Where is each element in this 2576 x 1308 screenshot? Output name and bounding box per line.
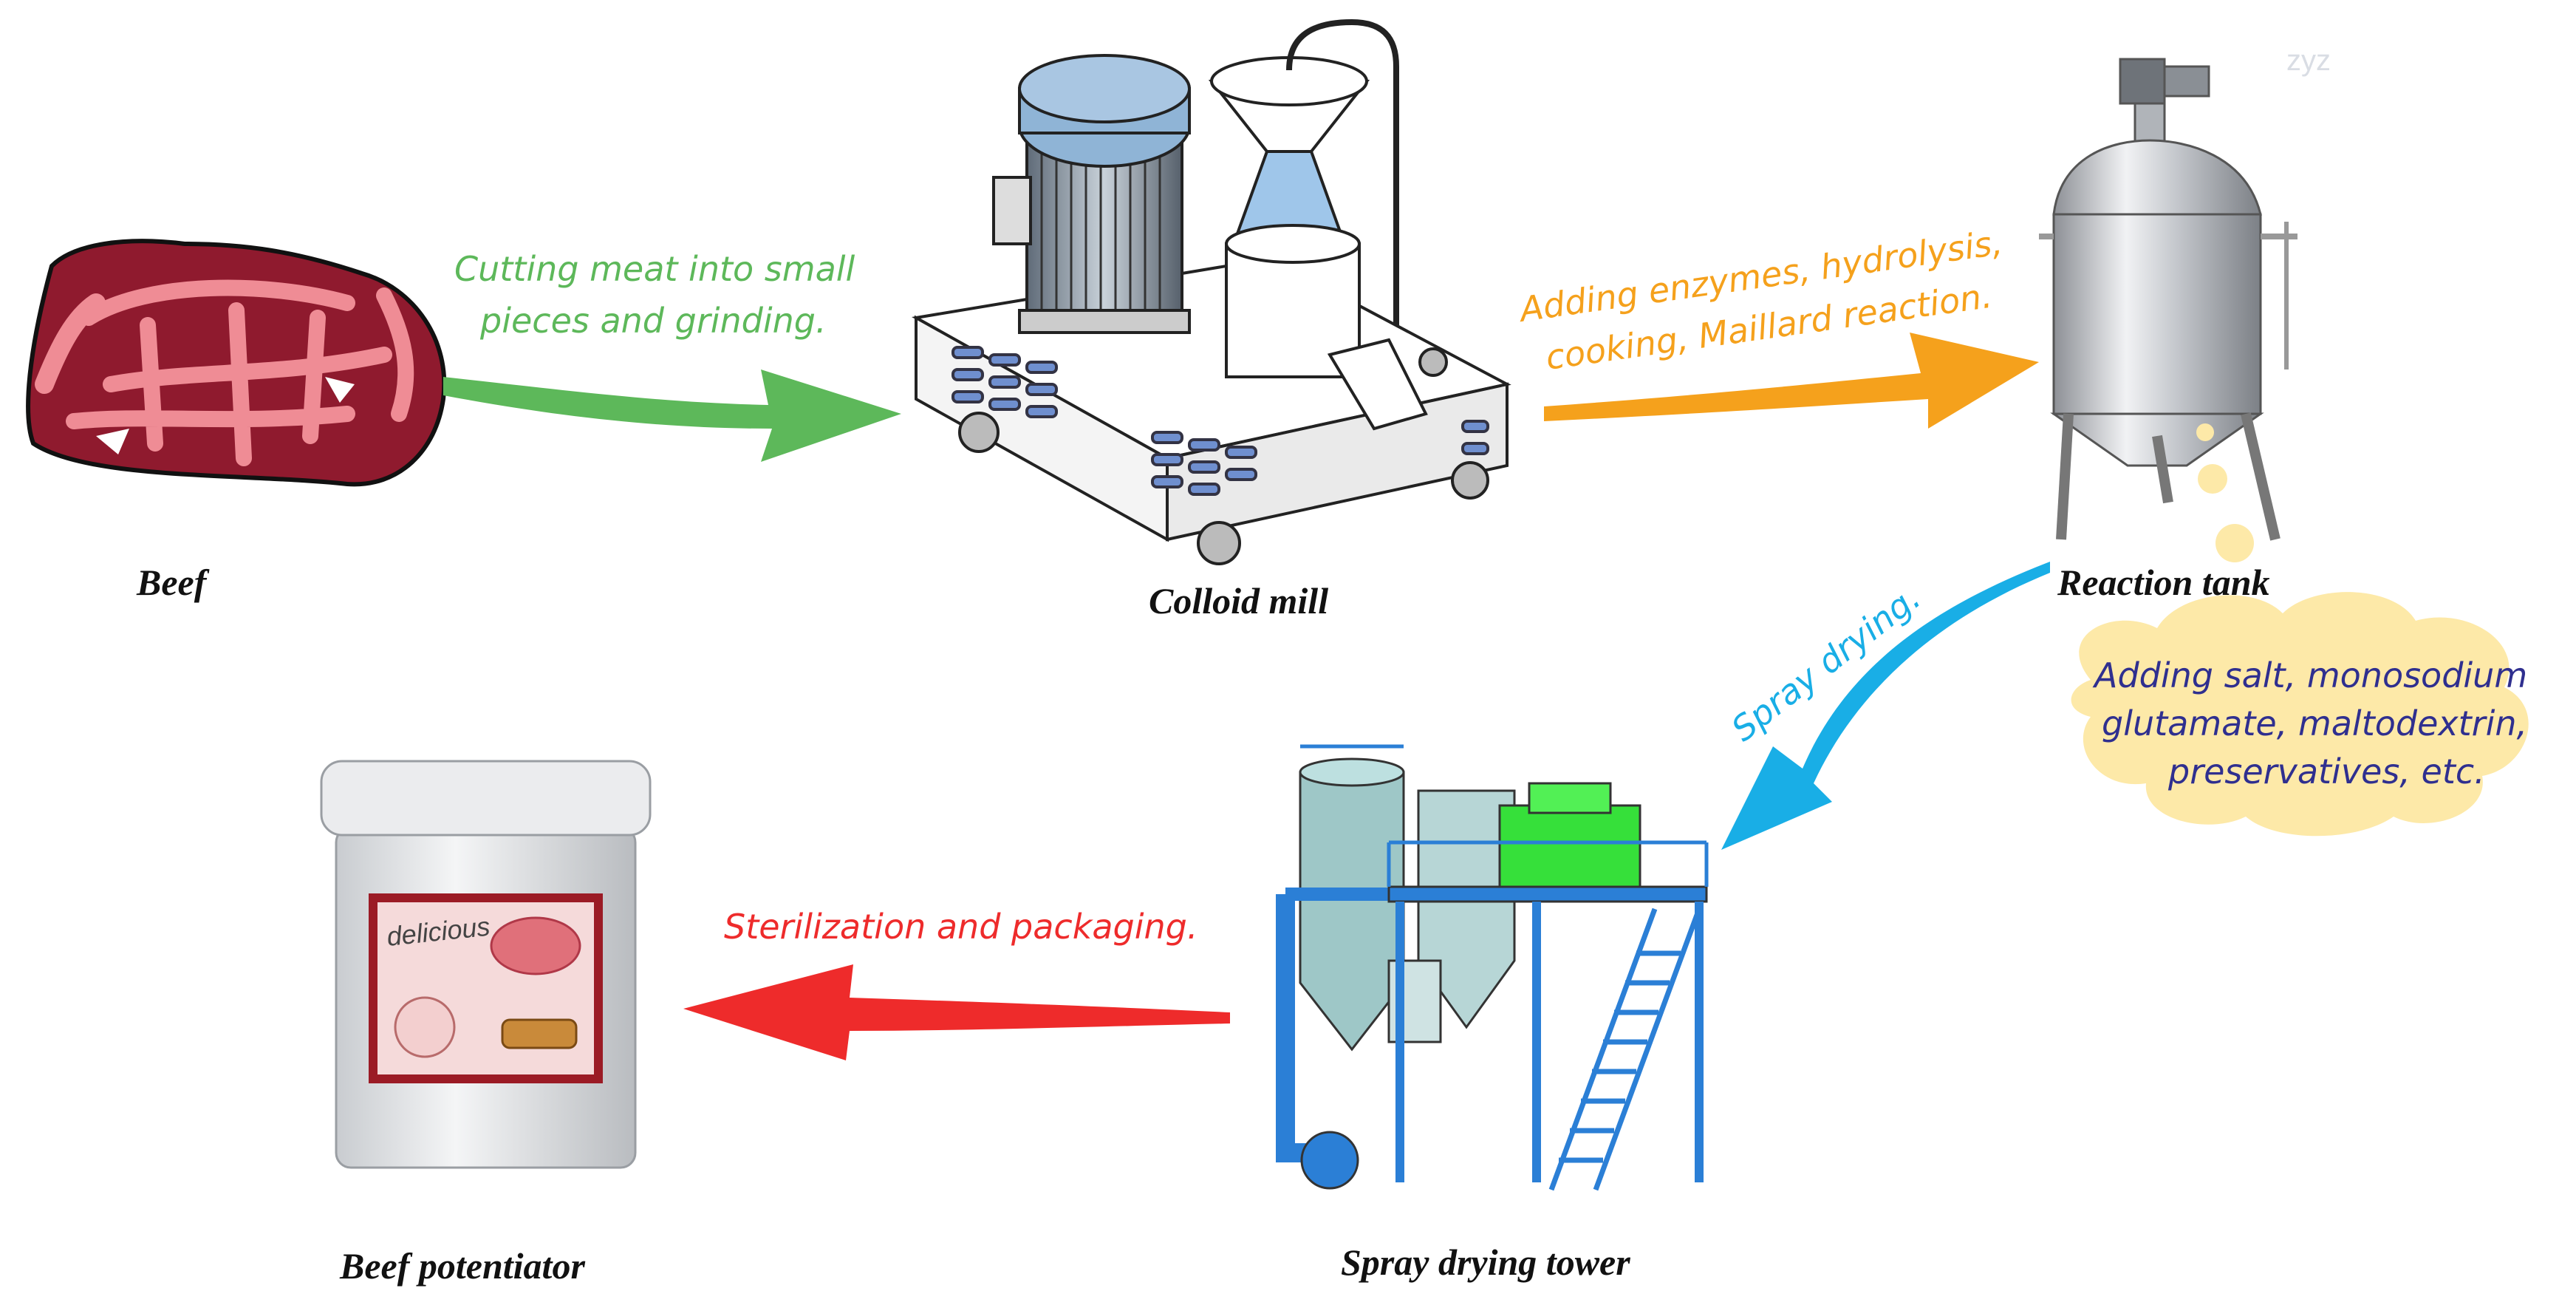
tank-drops [2196,423,2254,562]
mill-wheels [958,347,1489,565]
mill-motor-foot [1018,309,1191,334]
step-sterilization: Sterilization and packaging. [724,907,1198,947]
green-arrow [443,369,901,462]
mill-vents [952,346,1489,496]
colloid-mill-illustration [912,18,1511,565]
mill-grinder-ring [1225,224,1361,264]
beef-illustration [26,239,447,487]
blue-arrow [1721,562,2050,850]
jar-lid [320,760,652,837]
arrow-beef-to-mill [443,369,901,462]
red-arrow [683,964,1230,1060]
step-cutting-line2: pieces and grinding. [479,301,827,341]
tower-legs [1395,902,1704,1182]
additives-line2: glutamate, maltodextrin, [2102,704,2527,743]
mill-motor-fins [1040,148,1161,310]
reaction-tank-illustration [2039,58,2297,541]
arrow-mill-to-tank [1544,333,2039,429]
drop-medium [2198,464,2227,494]
mill-outlet-chute [1327,338,1428,431]
tower-second-cylinder [1417,789,1516,1029]
tower-green-unit [1498,804,1641,888]
beef-fat-marbling [66,279,414,466]
beef-fat-edge [35,293,106,394]
tank-gearbox [2163,65,2210,98]
tower-green-unit-top [1528,782,1612,814]
mill-motor-side-box [992,176,1032,245]
jar-label-skewer [501,1018,578,1049]
orange-arrow [1544,333,2039,429]
tank-body [2052,213,2262,415]
tower-top-cap [1299,757,1405,787]
additives-cloud [2071,592,2529,837]
label-beef: Beef [136,562,210,603]
tank-top-dome [2052,139,2262,216]
spray-tower-illustration [1276,744,1709,1191]
tower-staircase [1548,907,1702,1191]
arrow-tank-to-tower [1721,562,2050,850]
tank-leg-right [2241,412,2281,541]
arrow-tower-to-product [683,964,1230,1060]
additives-line1: Adding salt, monosodium [2092,655,2527,695]
label-spray-drying-tower: Spray drying tower [1341,1241,1630,1283]
mill-hopper-pipe [1286,18,1399,325]
watermark-text: zyz [2286,44,2331,77]
jar-label-meat-plate [490,916,581,975]
beef-potentiator-jar: delicious [320,760,652,1169]
label-colloid-mill: Colloid mill [1149,580,1328,621]
drop-small [2196,423,2214,441]
additives-line3: preservatives, etc. [2167,752,2485,791]
jar-label-garlic [394,996,456,1058]
step-cutting-line1: Cutting meat into small [454,249,855,289]
mill-motor-cap-top [1018,54,1191,123]
tower-platform [1387,885,1708,903]
tank-motor [2119,58,2166,105]
tower-blower [1300,1131,1359,1190]
tower-railing [1300,744,1709,887]
label-beef-potentiator: Beef potentiator [339,1245,585,1287]
tank-leg-left [2056,413,2074,540]
drop-large [2215,524,2254,562]
tank-leg-center [2152,435,2173,504]
